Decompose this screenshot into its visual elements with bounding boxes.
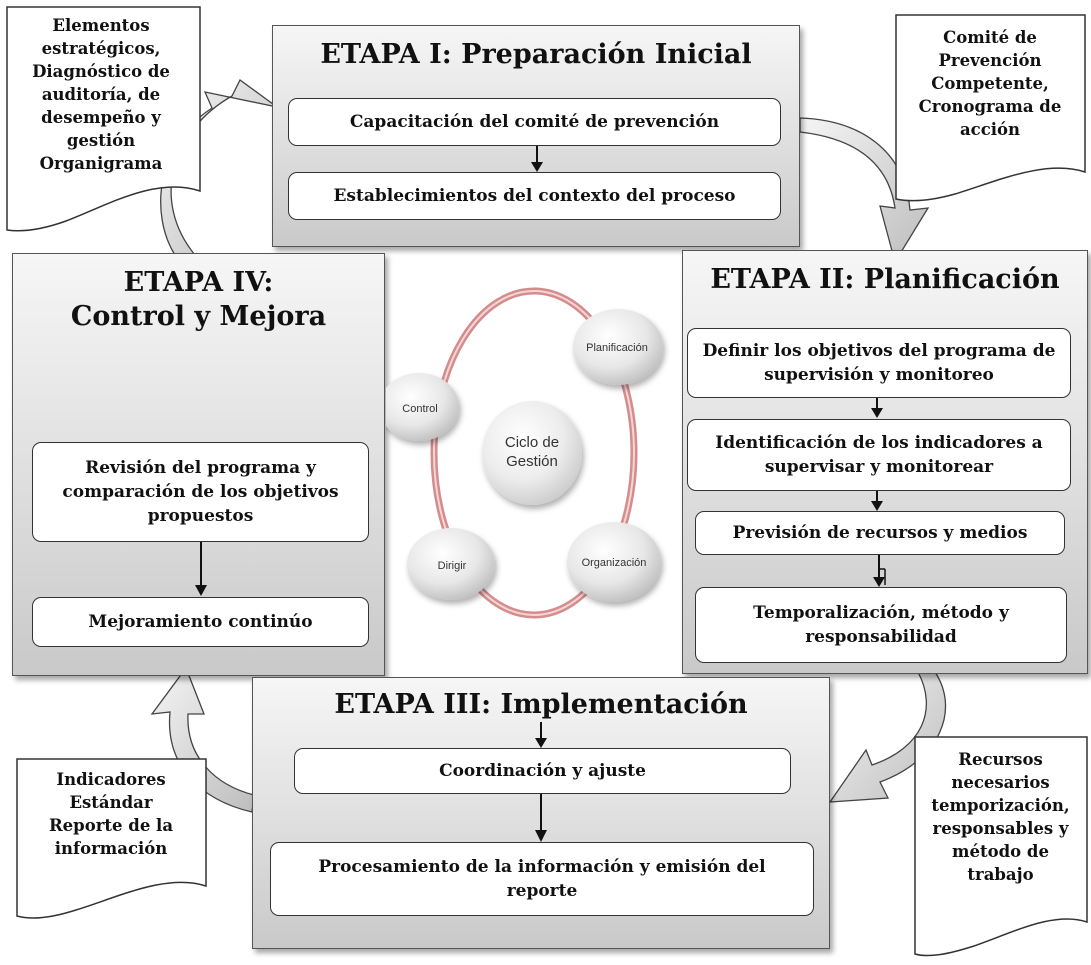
doc-line: Prevención [938,51,1042,70]
cycle-label-planificacion: Planificación [586,342,648,354]
doc-line: temporización, [931,796,1070,815]
doc-line: trabajo [967,865,1034,884]
document-shape-top-right [895,14,1086,202]
cycle-center-line1: Ciclo de [505,434,559,451]
doc-line: Estándar [69,793,153,812]
doc-line: acción [959,120,1021,139]
doc-line: responsables y [932,819,1069,838]
curved-arrow-top-right [799,117,930,264]
stage-2-box: ETAPA II: Planificación Definir los obje… [682,250,1088,674]
stage-4-title-line1: ETAPA IV: [123,267,274,298]
curved-arrow-top-left [160,79,278,256]
stage-2-arrow-3 [873,555,886,587]
stage-3-box: ETAPA III: Implementación Coordinación y… [252,677,830,949]
stage-1-title: ETAPA I: Preparación Inicial [320,39,752,70]
stage-4-step-2: Mejoramiento continúo [32,597,369,647]
doc-line: necesarios [951,773,1050,792]
stage-3-step-1: Coordinación y ajuste [294,748,791,794]
doc-line: información [54,839,168,858]
stage-2-arrow-1 [871,398,883,418]
doc-line: Elementos [52,16,150,35]
cycle-node-planificacion [573,309,663,385]
stage-4-arrow [195,542,207,596]
doc-line: Diagnóstico de [32,62,170,81]
stage-2-title: ETAPA II: Planificación [710,264,1060,295]
doc-line: gestión [66,131,136,150]
stage-2-step-4: Temporalización, método y responsabilida… [695,587,1067,663]
document-shape-bottom-left [16,758,207,919]
doc-line: Competente, [931,74,1049,93]
doc-line: Indicadores [56,770,166,789]
doc-line: desempeño y [41,108,161,127]
cycle-center-circle [482,401,582,505]
cycle-node-dirigir [407,528,495,600]
stage-3-arrow-1 [535,722,547,748]
cycle-label-control: Control [402,403,437,415]
doc-line: Comité de [943,28,1037,47]
cycle-node-organizacion [567,522,661,602]
stage-1-step-1: Capacitación del comité de prevención [288,98,781,146]
curved-arrow-bottom-right [828,671,947,803]
doc-line: auditoría, de [41,85,161,104]
stage-3-step-2: Procesamiento de la información y emisió… [270,842,814,916]
stage-2-step-2: Identificación de los indicadores a supe… [687,419,1071,491]
management-cycle-graphic: Ciclo de Gestión Planificación Control D… [386,287,663,619]
stage-2-step-3: Previsión de recursos y medios [695,511,1065,555]
stage-4-box: ETAPA IV: Control y Mejora Revisión del … [12,253,385,676]
doc-line: Cronograma de [918,97,1062,116]
doc-line: Reporte de la [48,816,174,835]
stage-1-box: ETAPA I: Preparación Inicial Capacitació… [272,25,800,247]
cycle-label-organizacion: Organización [582,557,647,569]
stage-3-arrow-2 [535,794,547,842]
stage-1-step-2: Establecimientos del contexto del proces… [288,172,781,220]
cycle-center-line2: Gestión [506,453,558,470]
cycle-node-control [386,373,459,441]
stage-2-arrow-2 [871,491,883,511]
stage-4-step-1: Revisión del programa y comparación de l… [32,442,369,542]
document-shape-top-left [6,6,201,232]
doc-line: Organigrama [39,154,163,173]
stage-4-title-line2: Control y Mejora [70,301,327,332]
stage-2-step-1: Definir los objetivos del programa de su… [687,328,1071,398]
stage-1-arrow [531,146,543,172]
cycle-label-dirigir: Dirigir [438,560,467,572]
doc-line: estratégicos, [41,39,161,58]
stage-3-title: ETAPA III: Implementación [334,689,748,720]
document-shape-bottom-right [914,736,1088,957]
doc-line: método de [952,842,1049,861]
doc-line: Recursos [958,750,1043,769]
